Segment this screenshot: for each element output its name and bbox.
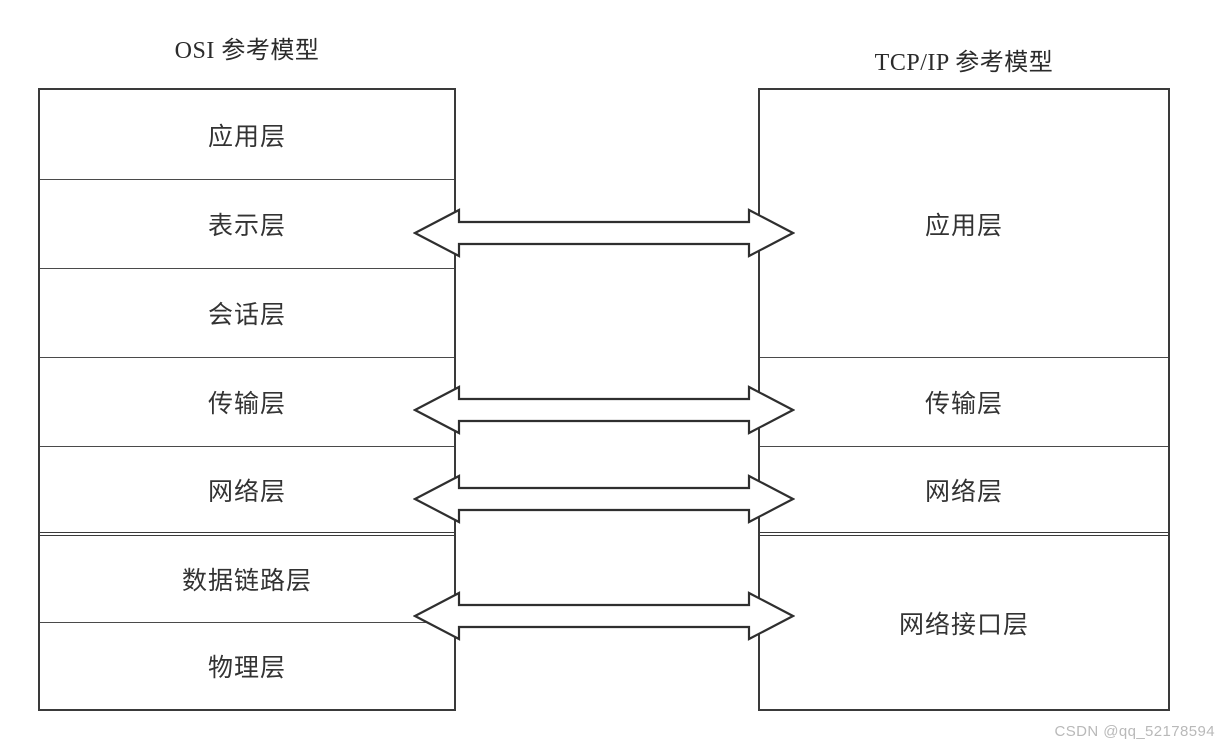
tcpip-layer-stack: 应用层 传输层 网络层 网络接口层 <box>758 88 1170 711</box>
tcpip-layer-application: 应用层 <box>760 90 1168 357</box>
tcpip-layer-label: 网络层 <box>924 478 1003 506</box>
osi-layer-label: 物理层 <box>207 655 286 682</box>
osi-layer-label: 传输层 <box>207 391 286 418</box>
tcpip-layer-label: 传输层 <box>924 391 1003 418</box>
mapping-arrow-application <box>413 202 795 264</box>
osi-layer-data-link: 数据链路层 <box>40 532 454 622</box>
tcpip-model-title: TCP/IP 参考模型 <box>874 50 1054 76</box>
osi-layer-label: 网络层 <box>207 478 286 506</box>
osi-layer-application: 应用层 <box>40 90 454 179</box>
mapping-arrow-network-interface <box>413 585 795 647</box>
double-arrow-icon <box>413 591 795 641</box>
tcpip-layer-label: 应用层 <box>924 212 1003 240</box>
tcpip-layer-network-interface: 网络接口层 <box>760 532 1168 709</box>
osi-layer-presentation: 表示层 <box>40 179 454 268</box>
osi-model-title: OSI 参考模型 <box>174 38 320 64</box>
osi-layer-stack: 应用层 表示层 会话层 传输层 网络层 数据链路层 物理层 <box>38 88 456 711</box>
tcpip-layer-label: 网络接口层 <box>898 611 1029 639</box>
osi-layer-label: 表示层 <box>207 213 286 240</box>
osi-layer-session: 会话层 <box>40 268 454 357</box>
osi-layer-label: 数据链路层 <box>181 568 312 595</box>
mapping-arrow-transport <box>413 379 795 441</box>
osi-layer-label: 应用层 <box>207 123 286 151</box>
tcpip-layer-internet: 网络层 <box>760 446 1168 532</box>
csdn-watermark: CSDN @qq_52178594 <box>1054 723 1215 740</box>
osi-layer-physical: 物理层 <box>40 622 454 709</box>
tcpip-layer-transport: 传输层 <box>760 357 1168 446</box>
double-arrow-icon <box>413 474 795 524</box>
osi-layer-label: 会话层 <box>207 302 286 329</box>
mapping-arrow-network <box>413 468 795 530</box>
double-arrow-icon <box>413 208 795 258</box>
osi-layer-network: 网络层 <box>40 446 454 532</box>
osi-layer-transport: 传输层 <box>40 357 454 446</box>
double-arrow-icon <box>413 385 795 435</box>
